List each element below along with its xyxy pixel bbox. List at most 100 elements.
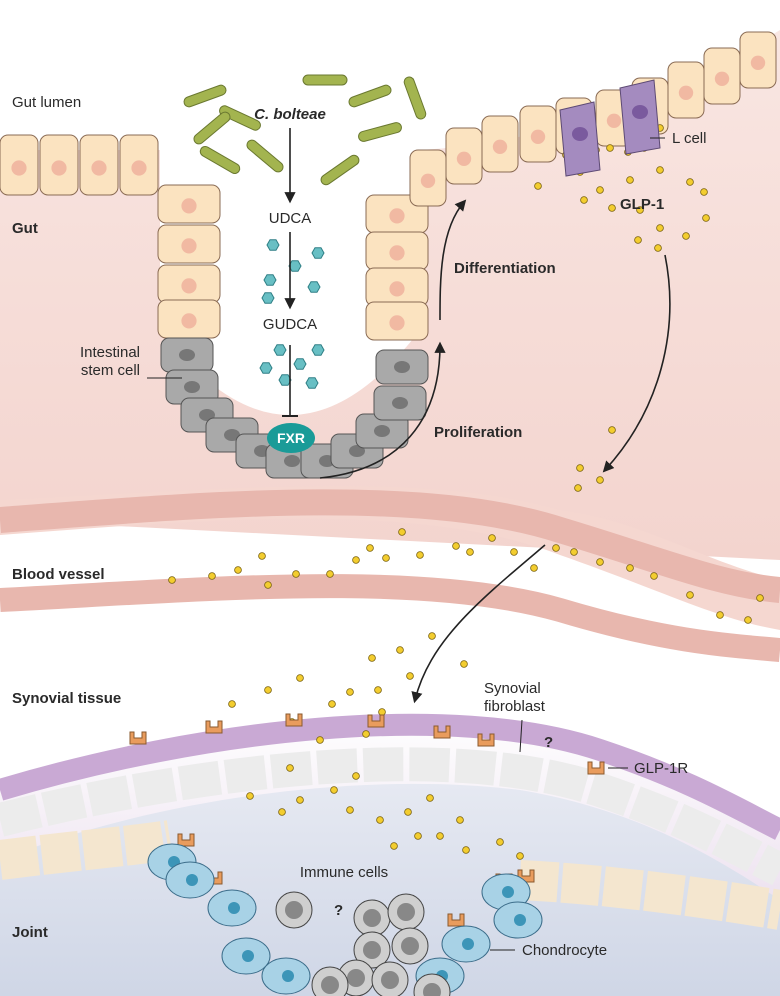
glp1-molecule: [208, 572, 216, 580]
bile-acid-molecule: [266, 239, 280, 251]
glp1-molecule: [682, 232, 690, 240]
glp1-molecule: [530, 564, 538, 572]
glp1-molecule: [576, 464, 584, 472]
epithelial-cell: [157, 264, 221, 304]
stem-cell-label: Intestinal stem cell: [79, 344, 140, 379]
chondrocyte: [207, 889, 257, 927]
glp1-molecule: [296, 796, 304, 804]
stem-cell: [375, 349, 429, 385]
glp1-molecule: [346, 688, 354, 696]
glp1-molecule: [366, 544, 374, 552]
synovial-tissue-label: Synovial tissue: [12, 690, 122, 707]
arrow-differentiation: [439, 199, 467, 321]
cartilage-row: [0, 820, 174, 880]
glp1-molecule: [406, 672, 414, 680]
glp1-molecule: [626, 564, 634, 572]
glp1-molecule: [258, 552, 266, 560]
glp1-molecule: [414, 832, 422, 840]
bile-acids: [259, 239, 325, 389]
glp1-molecule: [756, 594, 764, 602]
glp1-molecule: [374, 686, 382, 694]
proliferation-label: Proliferation: [434, 424, 523, 441]
differentiation-label: Differentiation: [454, 260, 556, 277]
l-cell: [619, 79, 661, 155]
glp1-molecule: [462, 846, 470, 854]
glp1-molecule: [292, 570, 300, 578]
glp1-molecule: [264, 686, 272, 694]
stem-cell: [165, 369, 219, 405]
glp1-molecule: [352, 556, 360, 564]
stem-cells: [160, 337, 429, 479]
gut-lumen-label: Gut lumen: [12, 94, 82, 111]
glp1r-label: GLP-1R: [634, 760, 689, 777]
glp1-molecule: [396, 646, 404, 654]
blood-vessel-lumen: [0, 486, 780, 630]
glp1-molecule: [596, 186, 604, 194]
bacterium: [302, 74, 348, 86]
glp1-molecule: [436, 832, 444, 840]
bacterium: [183, 84, 227, 108]
glp1-molecule: [634, 236, 642, 244]
epithelial-cell: [365, 267, 429, 307]
glp1-receptor: [285, 713, 303, 727]
glp1-molecule: [278, 808, 286, 816]
bile-acid-molecule: [259, 362, 273, 374]
glp1-molecule: [426, 794, 434, 802]
epithelial-cell: [409, 149, 447, 207]
epithelial-cell: [365, 231, 429, 271]
glp1-molecule: [656, 224, 664, 232]
bile-acid-molecule: [293, 358, 307, 370]
glp1-molecule: [534, 182, 542, 190]
glp1-molecule: [496, 838, 504, 846]
arrow-proliferation: [319, 341, 446, 479]
glp1-molecule: [452, 542, 460, 550]
glp1-molecule: [168, 576, 176, 584]
glp1-molecule: [368, 654, 376, 662]
glp1-molecule: [686, 178, 694, 186]
bile-acid-molecule: [311, 344, 325, 356]
glp1-molecule: [286, 764, 294, 772]
glp1-molecule: [626, 176, 634, 184]
bacterium: [193, 111, 231, 145]
bile-acid-molecule: [288, 260, 302, 272]
epithelial-cell: [0, 134, 39, 196]
epithelial-cell: [519, 105, 557, 163]
glp1-molecule: [608, 426, 616, 434]
synovial-fibroblast-label: Synovial fibroblast: [484, 680, 545, 715]
blood-vessel-wall-top: [0, 489, 780, 603]
bile-acid-molecule: [263, 274, 277, 286]
bacteria: [183, 74, 427, 186]
arrow-blood-to-synovium: [411, 544, 546, 704]
glp1-molecule: [716, 611, 724, 619]
glp1-molecule: [398, 528, 406, 536]
udca-label: UDCA: [268, 210, 312, 227]
bacterium: [348, 84, 392, 108]
immune-cell: [413, 973, 451, 996]
l-cell: [559, 101, 601, 177]
glp1-molecule: [650, 572, 658, 580]
glp1-molecule: [636, 206, 644, 214]
immune-cell: [275, 891, 313, 929]
glp1-molecule: [296, 674, 304, 682]
immune-cell: [371, 961, 409, 996]
stem-cell: [160, 337, 214, 373]
glp1-molecule: [466, 548, 474, 556]
glp1-molecule: [378, 708, 386, 716]
glp1-molecule: [686, 591, 694, 599]
epithelial-cell: [445, 127, 483, 185]
bile-acid-molecule: [307, 281, 321, 293]
glp1-molecule: [404, 808, 412, 816]
l-cells: [559, 79, 661, 177]
glp1-molecule: [744, 616, 752, 624]
epithelial-cell: [703, 47, 741, 105]
glp1-molecule: [700, 188, 708, 196]
immune-cells-label: Immune cells: [299, 864, 389, 881]
blood-glp1-dots: [168, 528, 764, 624]
blood-vessel-label: Blood vessel: [12, 566, 105, 583]
bacterium: [219, 105, 261, 131]
glp1-molecule: [654, 244, 662, 252]
epithelial-cell: [365, 301, 429, 341]
glp1-molecule: [362, 730, 370, 738]
epithelial-cell: [667, 61, 705, 119]
immune-cell: [353, 931, 391, 969]
